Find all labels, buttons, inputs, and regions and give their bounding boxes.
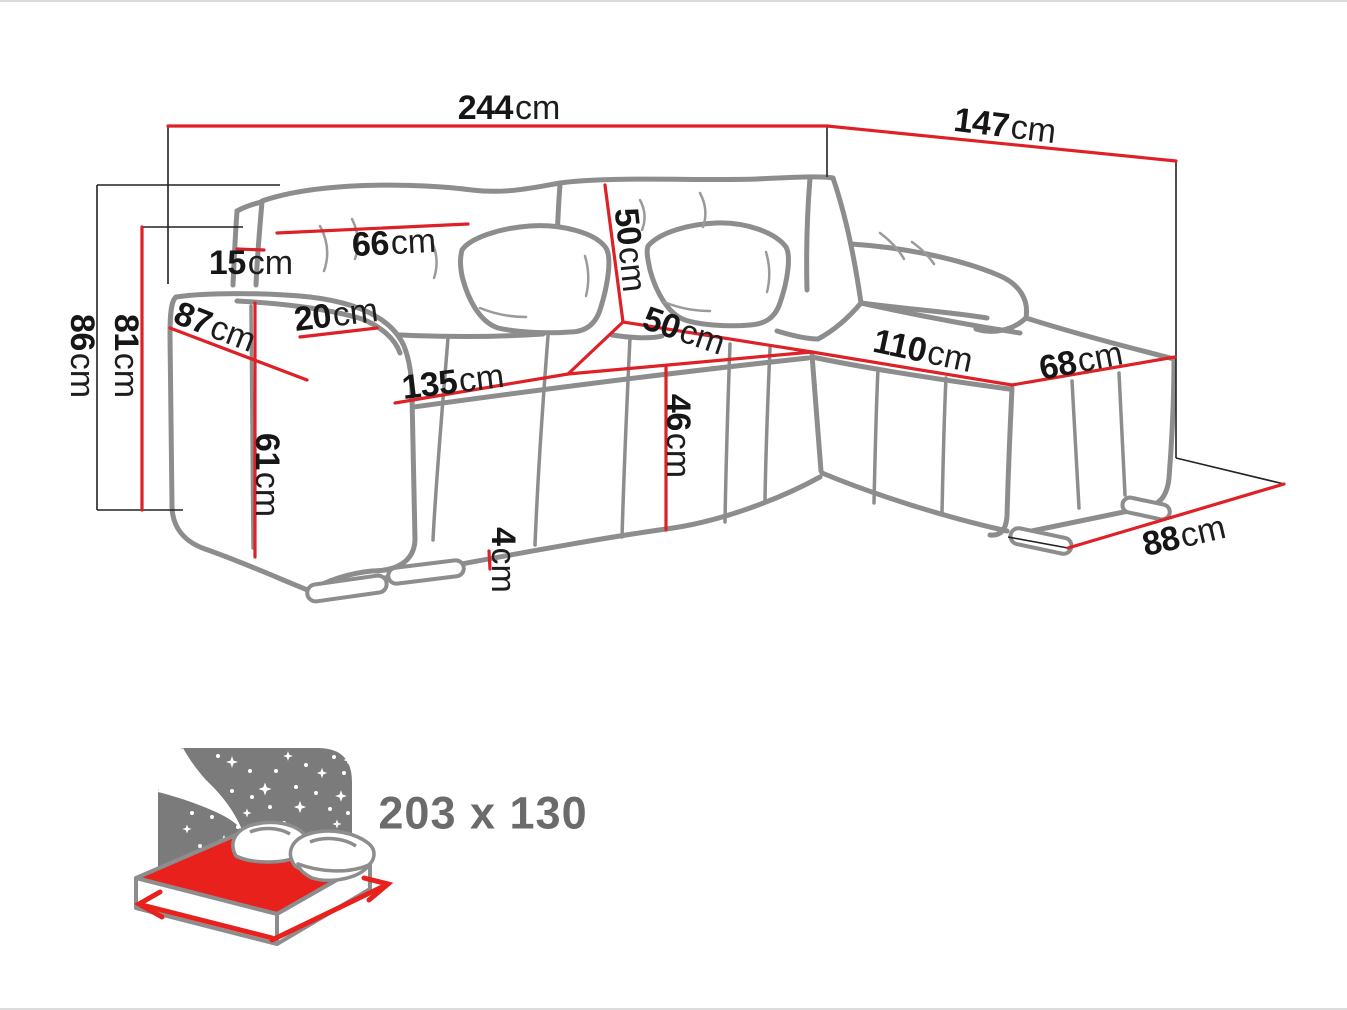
dimension-seat-width-value: 135 <box>399 362 460 408</box>
dimension-backrest-thickness-value: 15 <box>208 244 246 282</box>
dimension-seat-height-value: 46 <box>659 393 697 431</box>
dimension-chaise-floor-width-value: 88 <box>1138 518 1184 564</box>
throw-pillows <box>458 220 791 336</box>
dimension-total-height-value: 86 <box>63 313 101 351</box>
dimension-total-width-value: 244 <box>457 89 514 127</box>
dimension-total-depth-value: 147 <box>951 100 1012 146</box>
reference-lines <box>96 126 1285 549</box>
unfold-direction-arrows <box>133 875 394 943</box>
sleeping-area-size-label: 203 x 130 <box>378 787 588 839</box>
dimension-back-cushion-width: 66cm <box>350 221 438 265</box>
dimension-lines <box>140 124 1286 571</box>
image-frame-line-top <box>0 0 1347 2</box>
dimension-backrest-height: 81cm <box>107 313 145 399</box>
dimension-seat-height: 46cm <box>659 393 697 479</box>
dimension-back-cushion-height: 50cm <box>606 206 654 294</box>
dimension-back-cushion-width-value: 66 <box>350 224 390 265</box>
dimension-leg-height: 4cm <box>484 527 522 593</box>
dimension-chaise-width-value: 68 <box>1036 343 1080 388</box>
dimension-total-height: 86cm <box>63 313 101 399</box>
image-frame-line-bottom <box>0 1008 1347 1010</box>
sleeping-function-bed-icon <box>133 748 394 946</box>
dimension-armrest-height-value: 61 <box>248 432 286 470</box>
dimension-total-width: 244cm <box>457 89 561 127</box>
dimension-backrest-height-value: 81 <box>107 313 145 351</box>
dimension-armrest-height: 61cm <box>248 432 286 518</box>
dimension-back-cushion-height-value: 50 <box>606 206 649 247</box>
bed-pillows <box>231 820 376 883</box>
left-armrest <box>167 291 418 594</box>
sofa-feet <box>305 495 1172 604</box>
dimension-backrest-thickness: 15cm <box>208 244 294 282</box>
dimension-leg-height-value: 4 <box>484 527 522 546</box>
dimension-armrest-width-value: 20 <box>291 296 334 339</box>
